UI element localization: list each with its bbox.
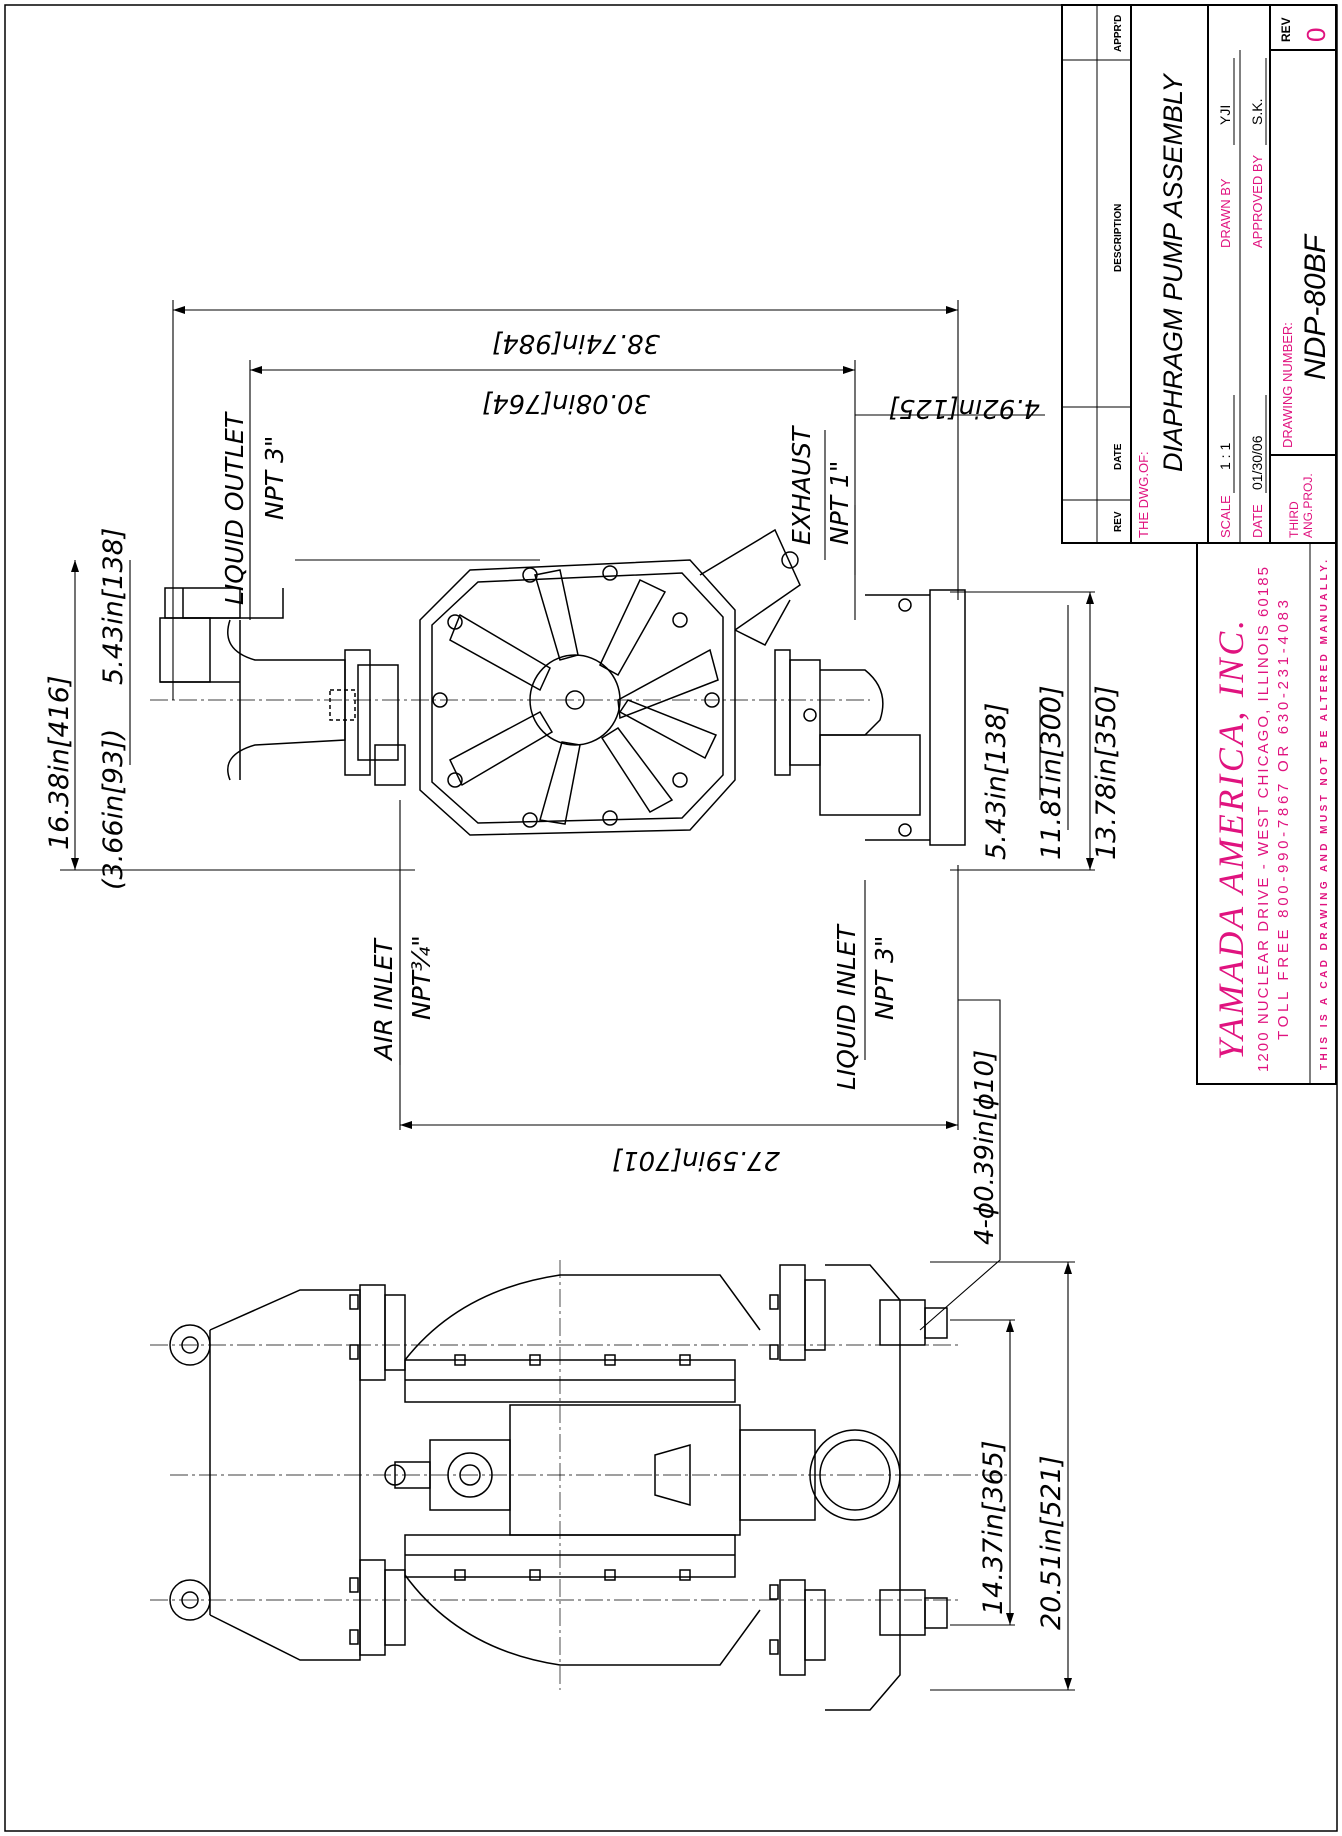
title-block: REV DATE DESCRIPTION APPR'D THE DWG.OF: … [1062,5,1336,1084]
date-label: DATE [1250,504,1265,538]
drawn-by-label: DRAWN BY [1218,178,1233,248]
exhaust-muffler [700,530,800,630]
apprd-header: APPR'D [1113,15,1124,52]
description-header: DESCRIPTION [1113,204,1124,272]
dim-air-to-inlet: 27.59in[701] [612,1145,780,1175]
dwg-of-value: DIAPHRAGM PUMP ASSEMBLY [1158,72,1188,472]
label-air-inlet: AIR INLET [369,937,398,1062]
dim-exhaust-offset: 4.92in[125] [888,393,1040,423]
scale-label: SCALE [1218,495,1233,538]
dim-mount-holes: 4-ϕ0.39in[ϕ10] [970,1050,1000,1245]
dim-outlet-height: 5.43in[138] [98,528,129,685]
label-exhaust-npt: NPT 1" [825,461,854,545]
outlet-manifold [358,665,398,760]
label-liquid-outlet: LIQUID OUTLET [220,411,249,605]
drawing-number-label: DRAWING NUMBER: [1280,322,1295,448]
casing-bolts [433,566,719,827]
drawn-by-value: YJI [1217,105,1233,125]
rev-block-label: REV [1279,17,1293,42]
base-plate [930,590,965,845]
chamber-left [405,1360,735,1402]
date-header: DATE [1113,443,1124,470]
side-view-dimensions [930,1262,1075,1690]
label-liquid-inlet-npt: NPT 3" [870,936,899,1020]
front-view-arrowheads [71,306,1094,1129]
foot-upper [880,1300,925,1345]
company-phone: TOLL FREE 800-990-7867 OR 630-231-4083 [1275,600,1292,1040]
air-valve [375,745,405,785]
center-section [510,1405,740,1535]
ang-proj-label: ANG.PROJ. [1301,473,1315,538]
sheet-border [5,5,1337,1831]
third-label: THIRD [1287,501,1301,538]
dim-overall-depth: 20.51in[521] [1036,1455,1067,1630]
front-view-dimensions [60,300,1095,1330]
dim-base-mount: 11.81in[300] [1036,685,1067,860]
approved-by-label: APPROVED BY [1250,154,1265,248]
drawing-number-value: NDP-80BF [1299,233,1332,380]
foot-lower [880,1590,925,1635]
front-view [160,530,965,845]
label-air-inlet-npt: NPT¾" [407,935,436,1020]
label-exhaust: EXHAUST [787,425,816,545]
approved-by-value: S.K. [1249,99,1265,125]
dim-mount-span: 14.37in[365] [978,1440,1009,1615]
company-block [1197,543,1336,1084]
dim-outlet-to-exhaust: 30.08in[764] [482,388,650,418]
dwg-of-label: THE DWG.OF: [1136,451,1151,538]
rev-value: 0 [1301,28,1331,42]
label-liquid-outlet-npt: NPT 3" [260,436,289,520]
rev-header: REV [1113,511,1124,532]
dim-base-inlet: 5.43in[138] [981,703,1012,860]
date-value: 01/30/06 [1249,435,1265,490]
company-address: 1200 NUCLEAR DRIVE - WEST CHICAGO, ILLIN… [1255,567,1272,1072]
scale-value: 1 : 1 [1217,443,1233,470]
dim-overall-width: 38.74in[984] [492,328,660,358]
dim-base-width: 13.78in[350] [1091,685,1122,860]
company-name: YAMADA AMERICA, INC. [1211,620,1251,1060]
dim-height: 16.38in[416] [44,675,75,850]
company-notice: THIS IS A CAD DRAWING AND MUST NOT BE AL… [1319,560,1330,1070]
label-liquid-inlet: LIQUID INLET [832,923,861,1090]
side-view [170,1265,947,1710]
dim-inlet-offset: (3.66in[93]) [98,729,129,890]
